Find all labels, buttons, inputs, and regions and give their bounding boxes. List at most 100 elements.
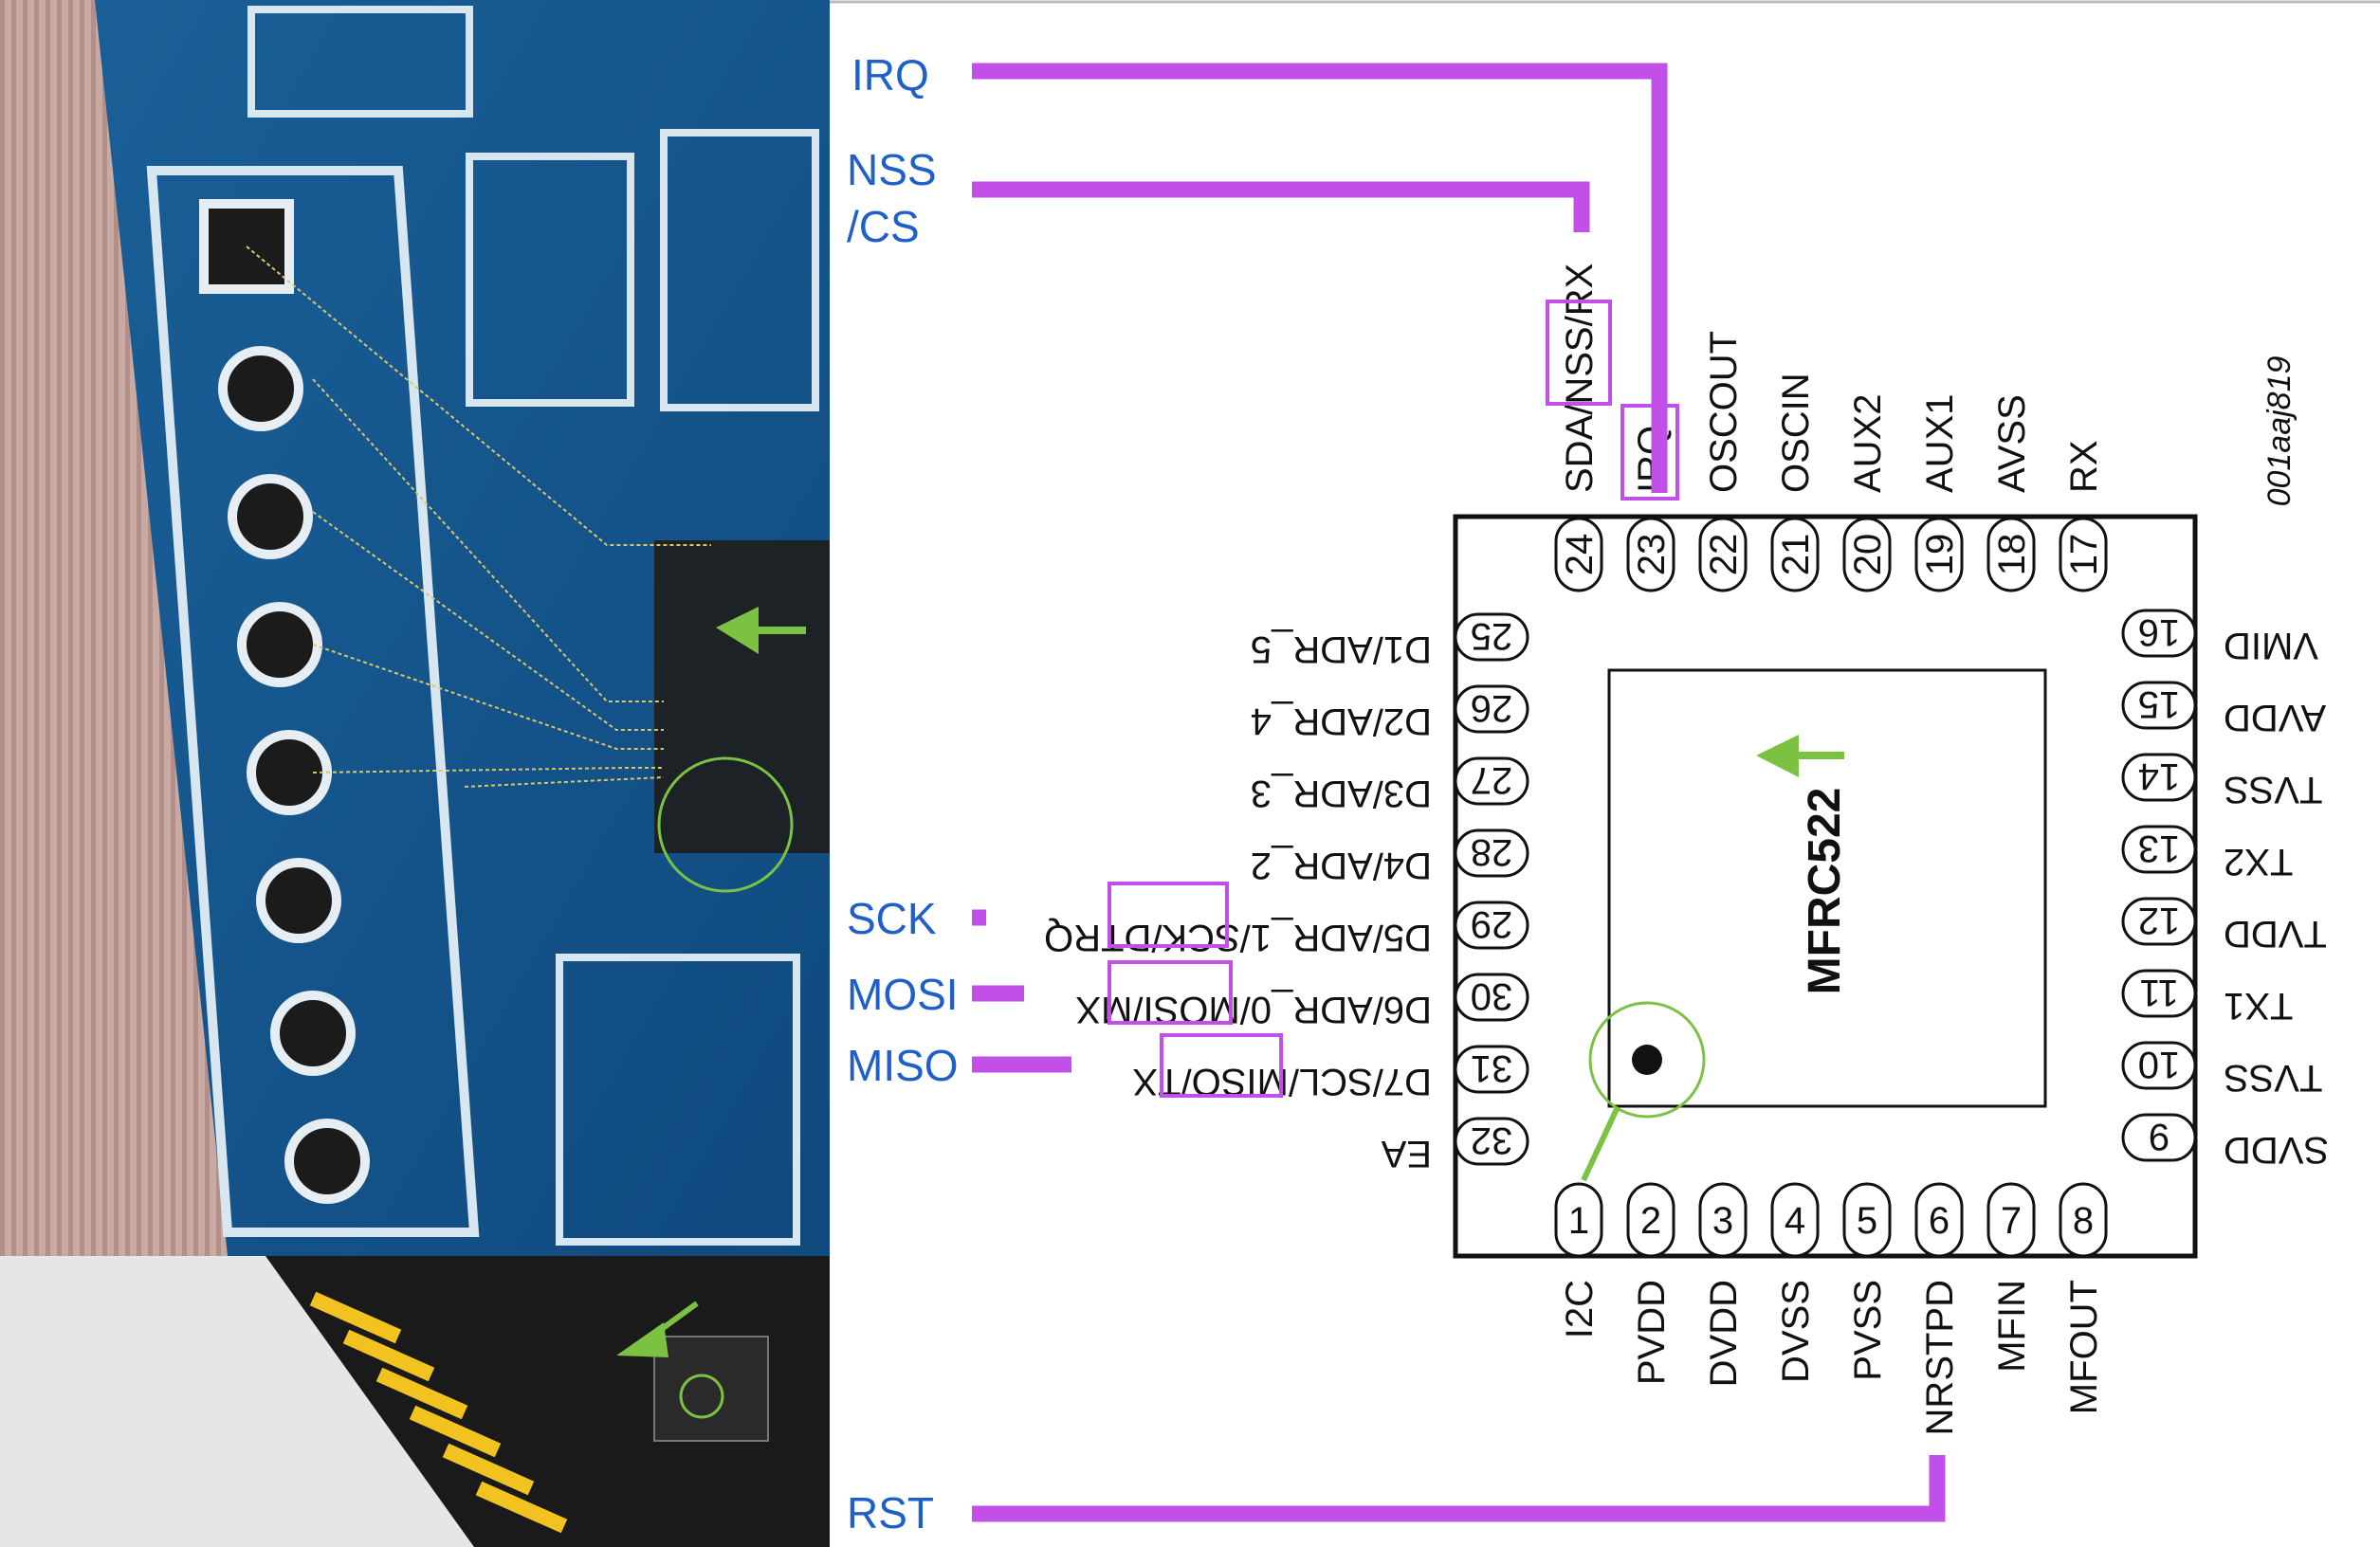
pin-number: 6 — [1929, 1200, 1950, 1242]
pin-number: 31 — [1471, 1047, 1513, 1089]
pin-number: 15 — [2138, 683, 2181, 725]
pin-pad — [1842, 517, 1892, 592]
pin-name-label: OSCIN — [1775, 373, 1817, 493]
highlight-mosi — [1108, 960, 1233, 1025]
pin-name-label: AVSS — [1991, 394, 2033, 493]
pin-number: 2 — [1640, 1200, 1661, 1242]
wire-irq — [972, 63, 1668, 493]
pin-1: 1 — [1554, 1182, 1603, 1258]
pin-number: 23 — [1631, 534, 1673, 576]
pin-pad — [1986, 1182, 2036, 1258]
pin-name-label: AUX2 — [1847, 394, 1889, 494]
photo-annotation-arrow — [716, 607, 806, 654]
highlight-irq — [1620, 404, 1679, 500]
exposed-die-pad — [1607, 668, 2047, 1108]
pin-number: 32 — [1471, 1119, 1513, 1161]
thumbnail-chip — [653, 1336, 769, 1442]
pin-name-label: TVSS — [2224, 1057, 2322, 1099]
pin-4: 4 — [1770, 1182, 1820, 1258]
pin-12: 12 — [2121, 897, 2197, 946]
pin-name-label: TX2 — [2224, 841, 2293, 883]
pin-number: 16 — [2138, 611, 2181, 653]
pin-pad — [1454, 756, 1529, 806]
pin-number: 12 — [2138, 900, 2181, 941]
pin-7: 7 — [1986, 1182, 2036, 1258]
pin-11: 11 — [2121, 969, 2197, 1018]
pin-17: 17 — [2059, 517, 2108, 592]
ic-chip-photo — [654, 540, 830, 853]
pin-pad — [1626, 1182, 1675, 1258]
pin-name-label: D5/ADR_1/SCK/DTRQ — [1044, 917, 1432, 958]
pin-10: 10 — [2121, 1041, 2197, 1090]
pin-number: 4 — [1785, 1200, 1805, 1242]
pin-pad — [2059, 517, 2108, 592]
pin-pad — [1454, 1045, 1529, 1094]
pin-name-label: D1/ADR_5 — [1251, 628, 1432, 670]
trace-lines — [246, 246, 711, 788]
signal-wires — [972, 63, 1946, 1522]
pin-9: 9 — [2121, 1113, 2197, 1162]
pin-number: 3 — [1712, 1200, 1733, 1242]
pin-number: 27 — [1471, 759, 1513, 801]
pin-number: 20 — [1847, 534, 1889, 576]
pin-pad — [2121, 609, 2197, 658]
pin-pad — [1914, 517, 1964, 592]
pin-32: 32 — [1454, 1117, 1529, 1166]
header-outline — [146, 166, 480, 1237]
pin-name-label: RX — [2063, 440, 2105, 493]
module-photo — [0, 0, 830, 1547]
pin-name-label: DVDD — [1703, 1280, 1745, 1387]
pin-number: 17 — [2063, 534, 2105, 576]
pin-20: 20 — [1842, 517, 1892, 592]
pin-pad — [2121, 825, 2197, 874]
pin-name-label: NRSTPD — [1919, 1280, 1961, 1435]
pin-pad — [1986, 517, 2036, 592]
pin-pad — [1454, 684, 1529, 734]
pin-number: 26 — [1471, 687, 1513, 729]
pin-24: 24 — [1554, 517, 1603, 592]
pin-3: 3 — [1698, 1182, 1748, 1258]
pin-name-label: AVDD — [2224, 697, 2326, 738]
pin-19: 19 — [1914, 517, 1964, 592]
signal-labels: IRQ NSS /CS SCK MOSI MISO RST — [847, 50, 959, 1538]
pin-15: 15 — [2121, 681, 2197, 730]
pin-number: 25 — [1471, 615, 1513, 657]
pin-name-label: PVSS — [1847, 1280, 1889, 1381]
pin-pad — [1554, 1182, 1603, 1258]
pin-pad — [1454, 612, 1529, 662]
pin-8: 8 — [2059, 1182, 2108, 1258]
package-outline — [1453, 514, 2198, 1259]
pin-number: 11 — [2139, 972, 2179, 1013]
pin-name-label: SDA/NSS/RX — [1559, 264, 1601, 493]
pin-pad — [1842, 1182, 1892, 1258]
pin-pad — [1554, 517, 1603, 592]
pin-pad — [2059, 1182, 2108, 1258]
pin-pad — [1770, 517, 1820, 592]
pin-number: 19 — [1919, 534, 1961, 576]
wire-nss — [972, 181, 1590, 232]
pin-30: 30 — [1454, 973, 1529, 1022]
pin-name-label: MFIN — [1991, 1280, 2033, 1373]
pin-number: 9 — [2149, 1116, 2169, 1157]
highlight-sck — [1108, 882, 1229, 948]
pin-pad — [1454, 1117, 1529, 1166]
pin-name-label: TX1 — [2224, 985, 2293, 1027]
thumbnail-arrow-head — [616, 1322, 668, 1357]
pin-25: 25 — [1454, 612, 1529, 662]
component-outlines — [247, 6, 819, 1246]
pin-name-label: EA — [1381, 1133, 1432, 1174]
pin-5: 5 — [1842, 1182, 1892, 1258]
pin-number: 21 — [1775, 534, 1817, 576]
figure-id: 001aaj819 — [2261, 355, 2298, 506]
pin-number: 24 — [1559, 534, 1601, 576]
label-sck: SCK — [847, 894, 937, 943]
pin-29: 29 — [1454, 901, 1529, 950]
pin-28: 28 — [1454, 828, 1529, 878]
pin-pad — [2121, 681, 2197, 730]
die-annotation-arrowhead — [1756, 735, 1799, 777]
pin-pad — [1914, 1182, 1964, 1258]
pin-name-label: SVDD — [2224, 1129, 2329, 1171]
pin-number: 30 — [1471, 975, 1513, 1017]
pin1-pointer — [1581, 1107, 1620, 1182]
